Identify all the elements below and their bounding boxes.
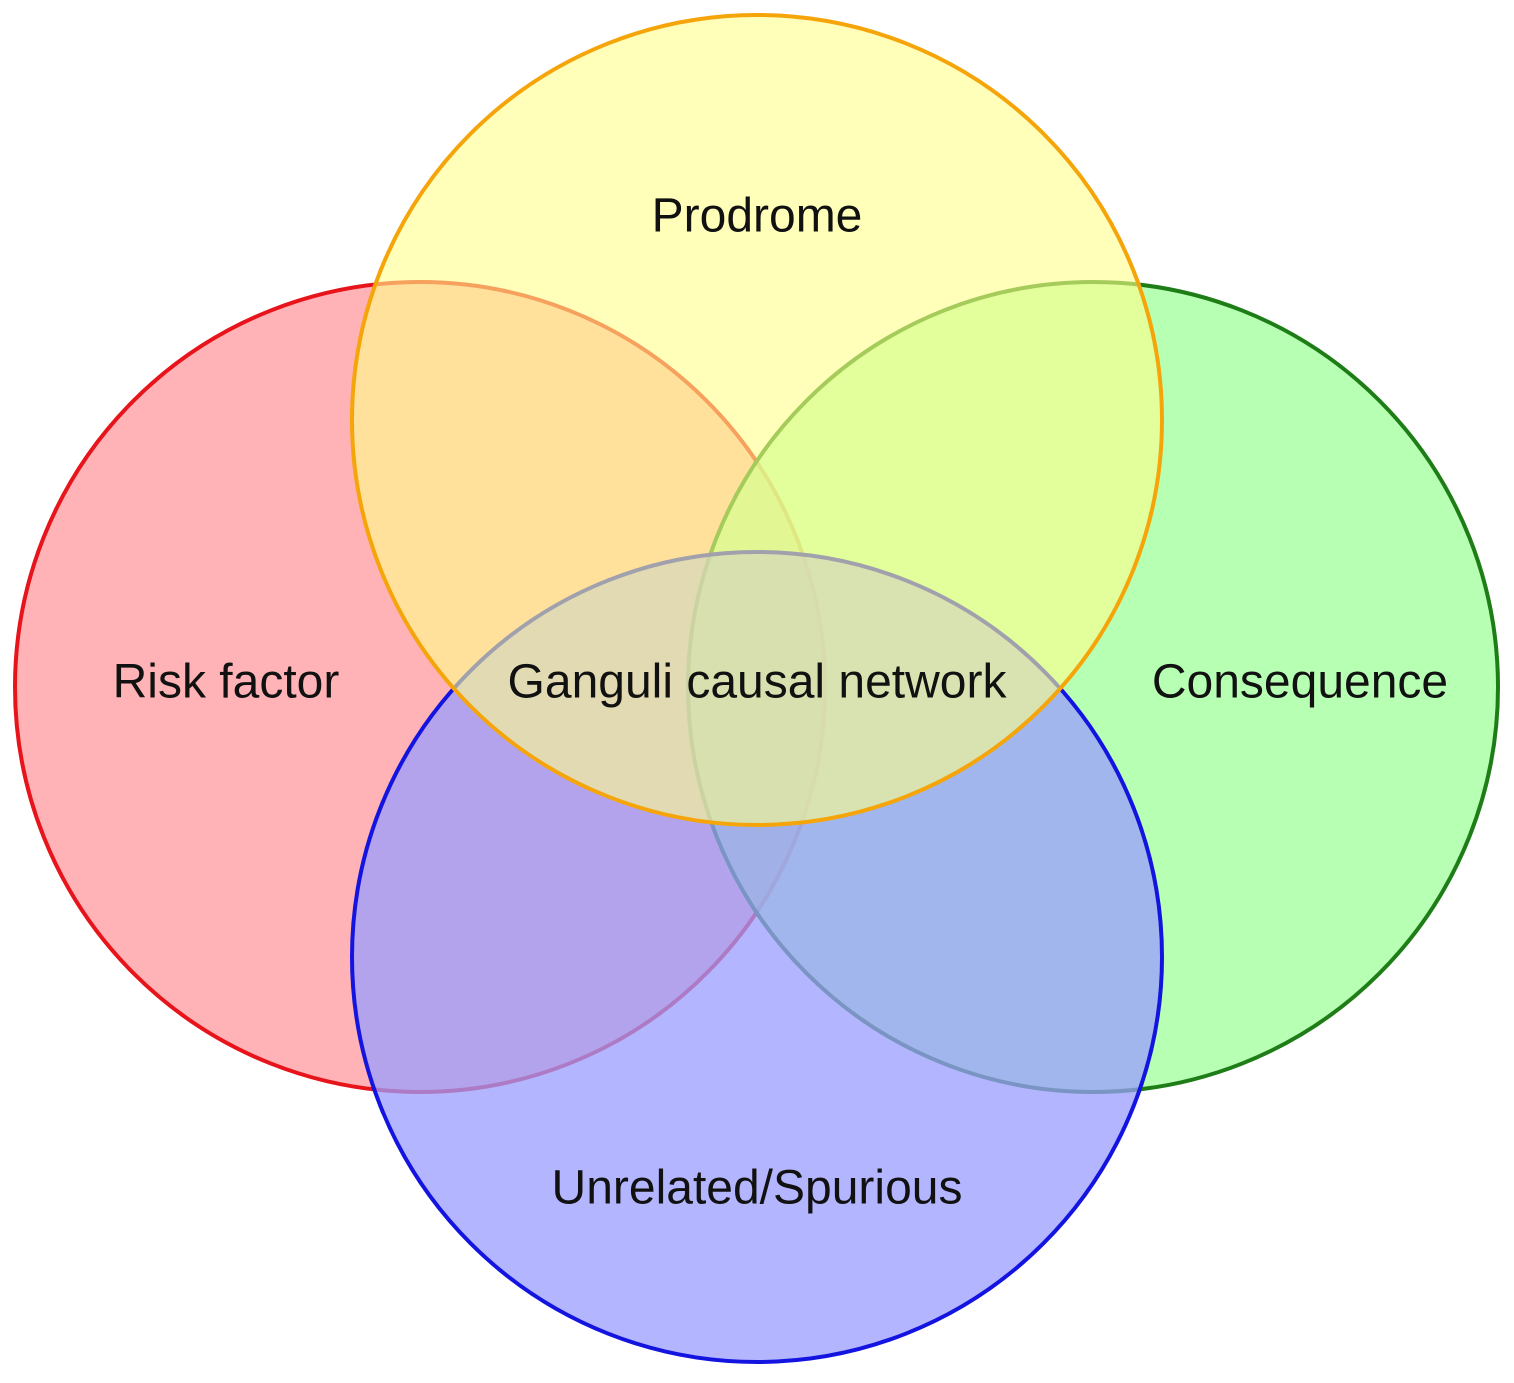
unrelated-spurious-label: Unrelated/Spurious <box>552 1162 963 1215</box>
risk-factor-label: Risk factor <box>113 656 340 709</box>
center-label: Ganguli causal network <box>508 656 1008 709</box>
prodrome-circle <box>350 13 1164 827</box>
consequence-label: Consequence <box>1152 656 1448 709</box>
prodrome-label: Prodrome <box>652 190 863 243</box>
